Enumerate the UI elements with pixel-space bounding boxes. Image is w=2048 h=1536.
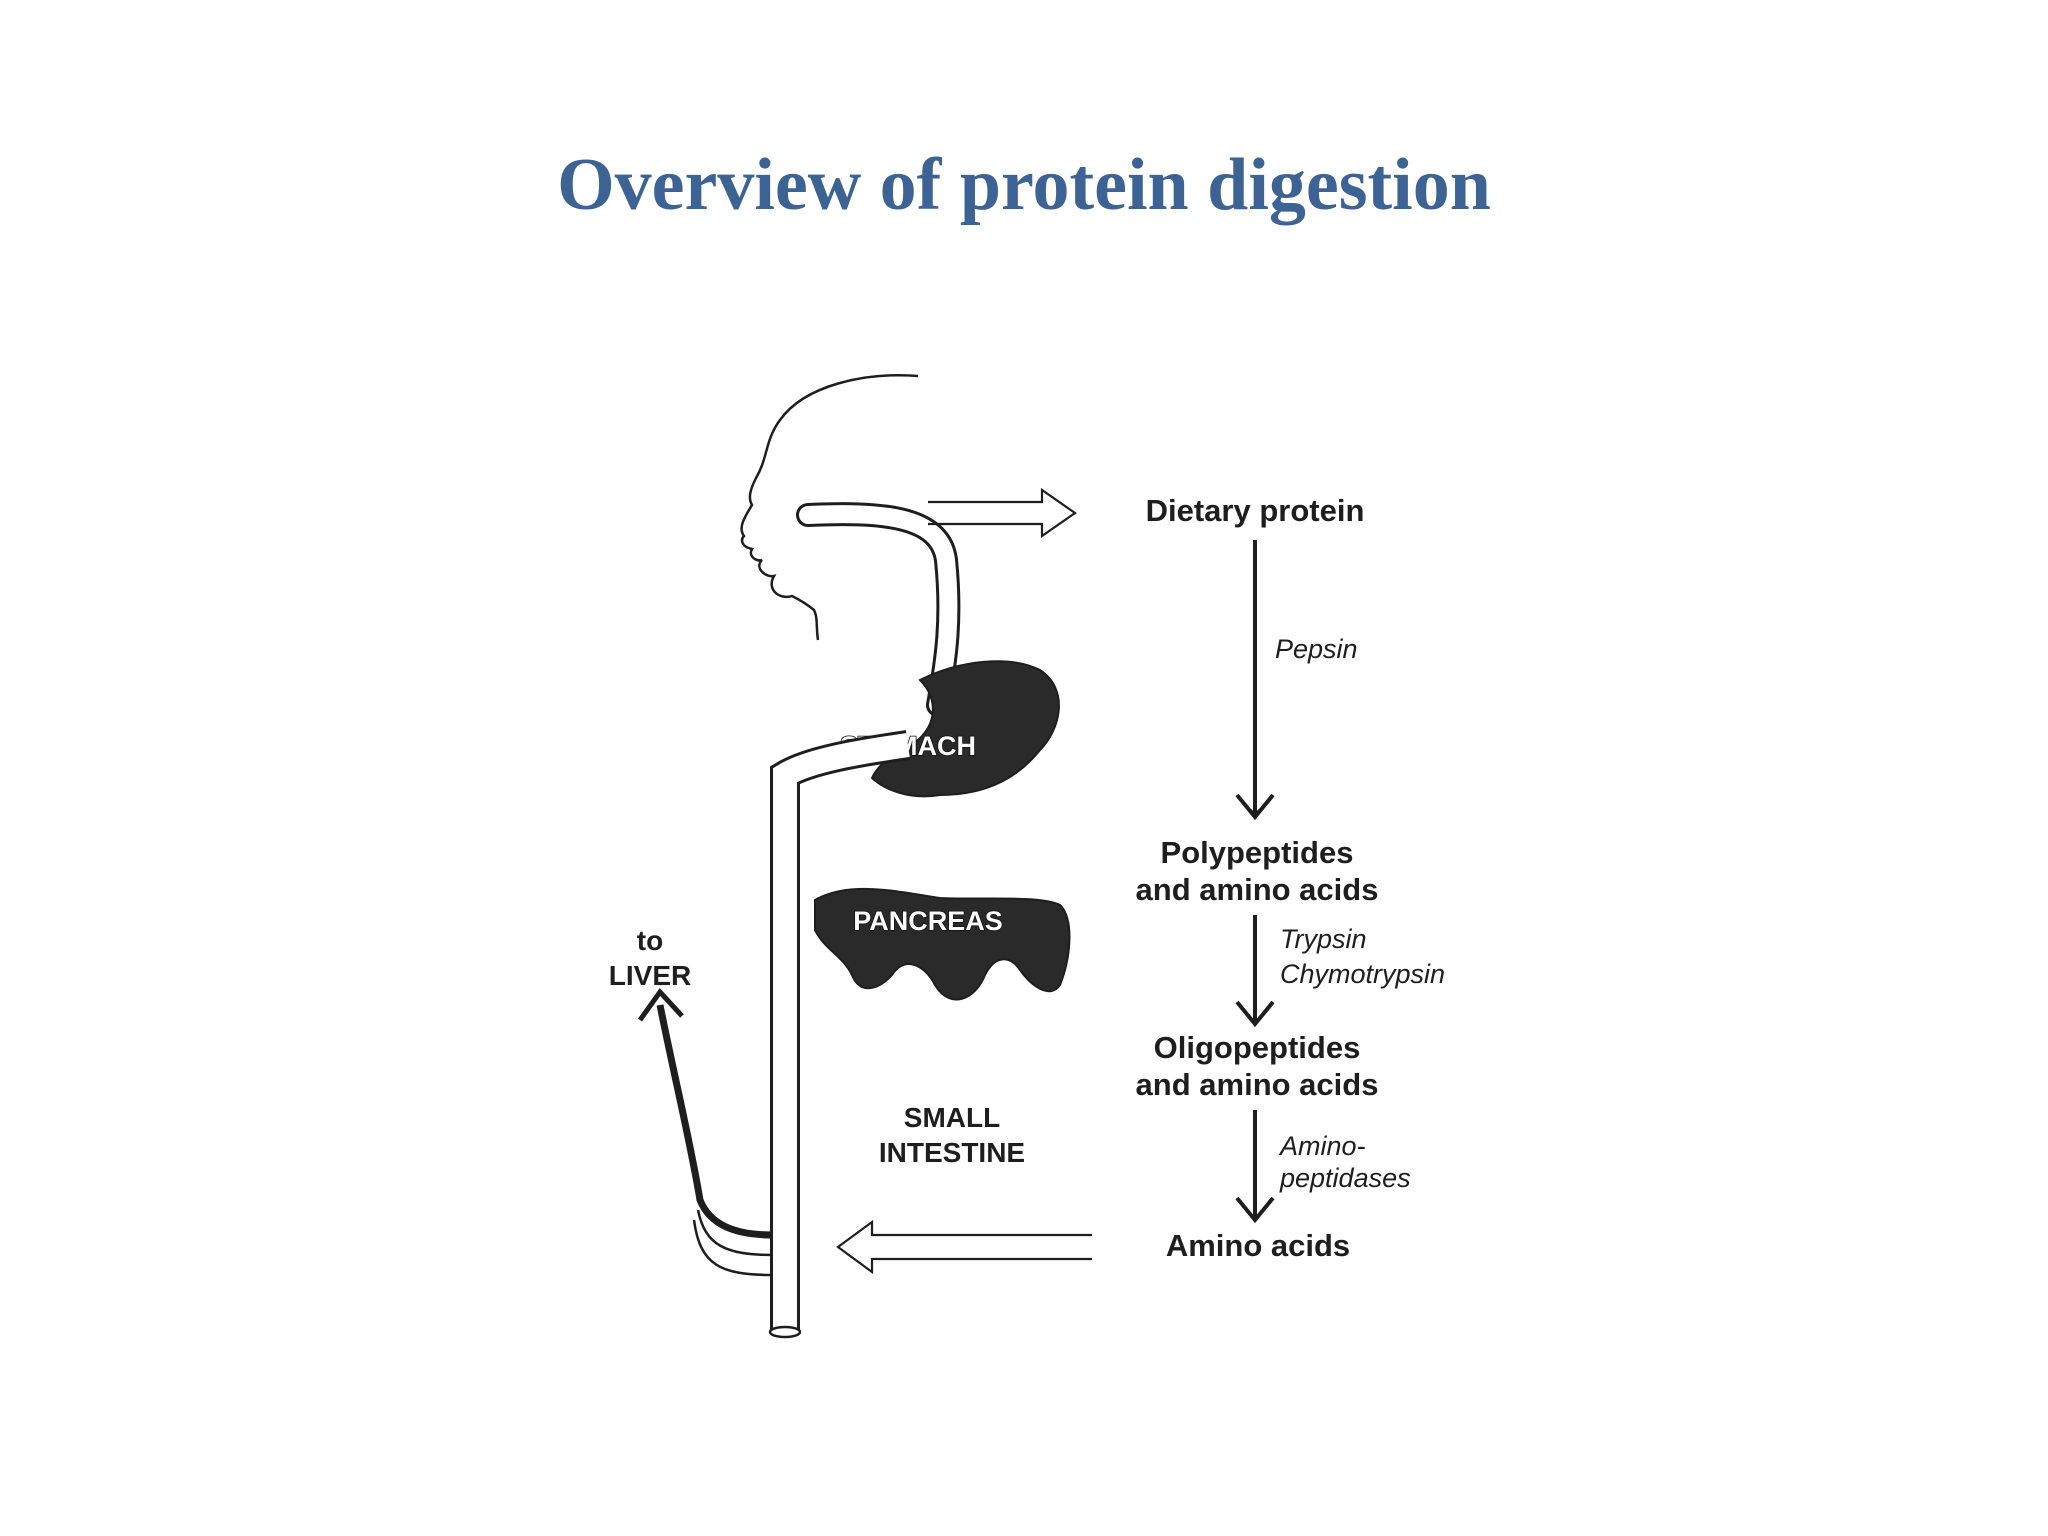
absorption-arrow xyxy=(836,1219,1092,1275)
head-profile xyxy=(740,374,919,641)
small-intestine-label-line2: INTESTINE xyxy=(879,1137,1025,1168)
intake-arrow xyxy=(928,487,1077,539)
intestine-end xyxy=(768,1325,802,1339)
oligopeptides-label-line1: Oligopeptides xyxy=(1154,1030,1361,1065)
enzyme-trypsin: Trypsin xyxy=(1280,924,1367,954)
pancreas xyxy=(814,887,1071,1001)
polypeptides-label-line2: and amino acids xyxy=(1136,872,1379,907)
polypeptides-label-line1: Polypeptides xyxy=(1161,835,1354,870)
liver-label-line2: LIVER xyxy=(609,960,691,991)
liver-label-line1: to xyxy=(637,925,663,956)
liver-arrowhead xyxy=(637,988,684,1022)
slide-title: Overview of protein digestion xyxy=(557,144,1491,226)
small-intestine xyxy=(770,730,911,1330)
portal-vein-arrow xyxy=(656,1004,774,1239)
amino-acids-label: Amino acids xyxy=(1166,1228,1350,1263)
enzyme-pepsin: Pepsin xyxy=(1275,634,1358,664)
dietary-protein-label: Dietary protein xyxy=(1146,493,1365,528)
enzyme-amino: Amino- xyxy=(1278,1131,1366,1161)
small-intestine-label-line1: SMALL xyxy=(904,1102,1000,1133)
oligopeptides-label-line2: and amino acids xyxy=(1136,1067,1379,1102)
stomach xyxy=(870,660,1060,798)
pancreas-label: PANCREAS xyxy=(853,906,1003,936)
enzyme-peptidases: peptidases xyxy=(1279,1163,1411,1193)
enzyme-chymotrypsin: Chymotrypsin xyxy=(1280,959,1445,989)
